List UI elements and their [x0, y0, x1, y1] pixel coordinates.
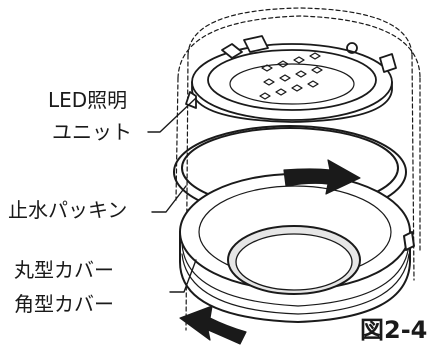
led-chip [291, 84, 303, 92]
rotate-clockwise-arrow-icon [283, 159, 361, 195]
led-chip [275, 88, 287, 96]
leader-gasket [151, 185, 187, 213]
led-chip [311, 66, 323, 74]
led-light-unit [185, 35, 397, 123]
led-chip [307, 80, 319, 88]
rotate-counterclockwise-arrow-icon [179, 305, 247, 345]
led-chip [263, 78, 275, 86]
label-led-unit: LED照明 [48, 88, 128, 112]
led-chip [261, 64, 273, 72]
led-chip [293, 56, 305, 64]
label-led-unit-line2: ユニット [52, 120, 132, 144]
label-gasket: 止水パッキン [8, 198, 128, 222]
led-chip [277, 60, 289, 68]
led-chip-array [259, 52, 323, 100]
label-square-cover: 角型カバー [14, 292, 114, 316]
leader-led-unit [147, 97, 197, 133]
led-chip [309, 52, 321, 60]
led-chip [259, 92, 271, 100]
leader-cover [169, 259, 197, 293]
round-cover [179, 173, 415, 323]
led-chip [279, 74, 291, 82]
led-chip [295, 70, 307, 78]
leader-lines [147, 97, 197, 293]
figure-number: 図2-4 [360, 316, 428, 344]
label-round-cover: 丸型カバー [14, 258, 114, 282]
